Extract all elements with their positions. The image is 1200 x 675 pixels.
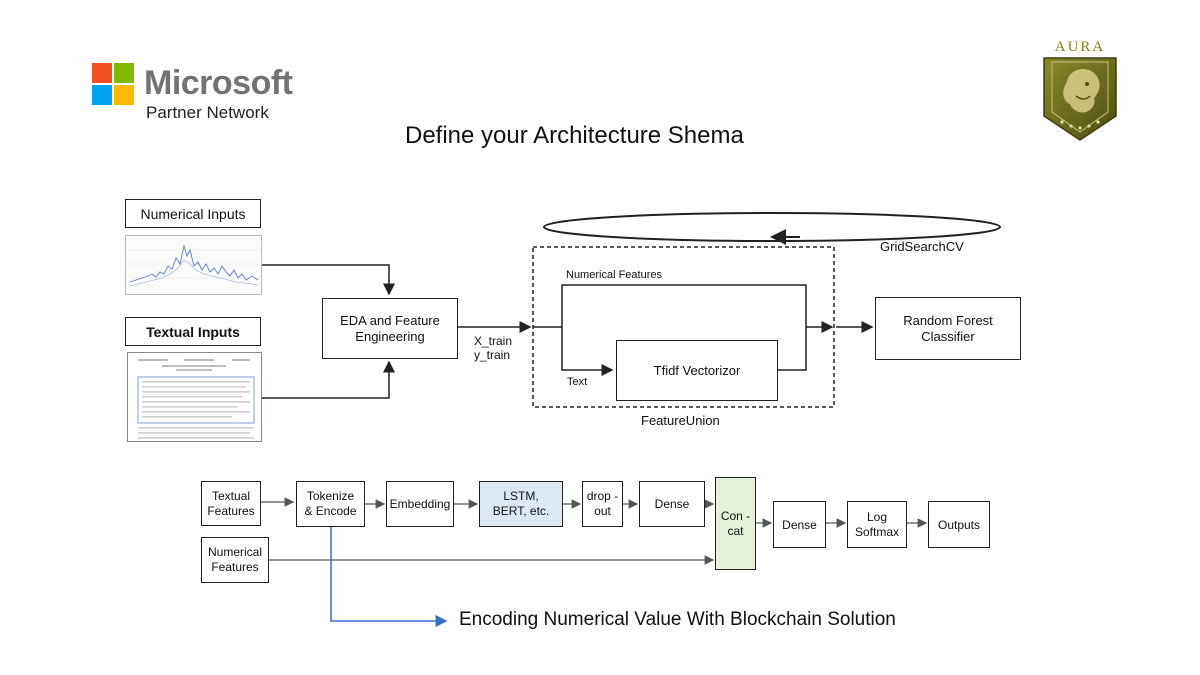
numerical-chart-thumbnail — [125, 235, 262, 295]
numerical-features-label: Numerical Features — [566, 269, 662, 281]
y-train-label: y_train — [474, 348, 511, 362]
lion-shield-icon — [1043, 57, 1117, 141]
numerical-inputs-box: Numerical Inputs — [125, 199, 261, 228]
concat-box: Con -cat — [715, 477, 756, 570]
page-title: Define your Architecture Shema — [405, 122, 744, 149]
eda-box: EDA and Feature Engineering — [322, 298, 458, 359]
textual-features-box: Textual Features — [201, 481, 261, 526]
microsoft-partner-logo: Microsoft Partner Network — [92, 63, 302, 123]
outputs-box: Outputs — [928, 501, 990, 548]
log-softmax-box: Log Softmax — [847, 501, 907, 548]
feature-union-label: FeatureUnion — [641, 413, 720, 428]
brand-name: Microsoft — [144, 64, 293, 102]
tokenize-encode-box: Tokenize & Encode — [296, 481, 365, 527]
aura-badge: AURA — [1040, 38, 1120, 144]
document-icon — [128, 353, 261, 441]
text-document-thumbnail — [127, 352, 262, 442]
dense-box-2: Dense — [773, 501, 826, 548]
embedding-box: Embedding — [386, 481, 454, 527]
random-forest-box: Random Forest Classifier — [875, 297, 1021, 360]
microsoft-squares-icon — [92, 63, 134, 105]
badge-label: AURA — [1054, 39, 1106, 55]
grid-search-label: GridSearchCV — [880, 239, 964, 254]
dropout-box: drop -out — [582, 481, 623, 527]
blockchain-annotation: Encoding Numerical Value With Blockchain… — [459, 609, 896, 630]
dense-box-1: Dense — [639, 481, 705, 527]
line-chart-icon — [126, 236, 261, 294]
lstm-bert-box: LSTM, BERT, etc. — [479, 481, 563, 527]
textual-inputs-box: Textual Inputs — [125, 317, 261, 346]
numerical-features-box: Numerical Features — [201, 537, 269, 583]
brand-subtitle: Partner Network — [146, 103, 269, 122]
tfidf-vectorizer-box: Tfidf Vectorizor — [616, 340, 778, 401]
x-train-label: X_train — [474, 334, 513, 348]
text-label: Text — [567, 376, 588, 388]
